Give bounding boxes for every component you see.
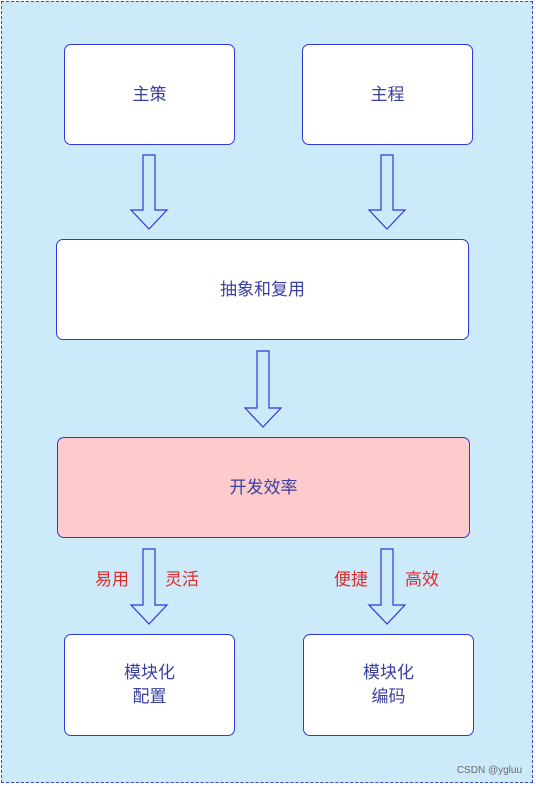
down-arrow-center (243, 350, 283, 428)
label-flexible: 灵活 (165, 570, 199, 590)
label-easy-to-use: 易用 (95, 570, 129, 590)
dev-efficiency-label: 开发效率 (229, 477, 298, 498)
modular-coding-line1: 模块化 (363, 663, 414, 683)
modular-config-line2: 配置 (132, 687, 167, 707)
box-modular-coding: 模块化 编码 (303, 634, 474, 736)
down-arrow-right-bottom (367, 548, 407, 625)
down-arrow-right-top (367, 154, 407, 230)
down-arrow-left-bottom (129, 548, 169, 625)
box-lead-designer: 主策 (64, 44, 235, 145)
box-dev-efficiency: 开发效率 (57, 437, 470, 538)
abstraction-reuse-label: 抽象和复用 (220, 279, 305, 300)
lead-designer-label: 主策 (132, 84, 167, 105)
box-lead-programmer: 主程 (302, 44, 473, 145)
label-convenient: 便捷 (334, 570, 368, 590)
watermark: CSDN @ygluu (456, 765, 522, 776)
modular-coding-line2: 编码 (371, 687, 406, 707)
modular-config-line1: 模块化 (124, 663, 175, 683)
lead-programmer-label: 主程 (370, 84, 405, 105)
box-modular-config: 模块化 配置 (64, 634, 235, 736)
box-abstraction-reuse: 抽象和复用 (56, 239, 469, 340)
down-arrow-left-top (129, 154, 169, 230)
label-efficient: 高效 (405, 570, 439, 590)
